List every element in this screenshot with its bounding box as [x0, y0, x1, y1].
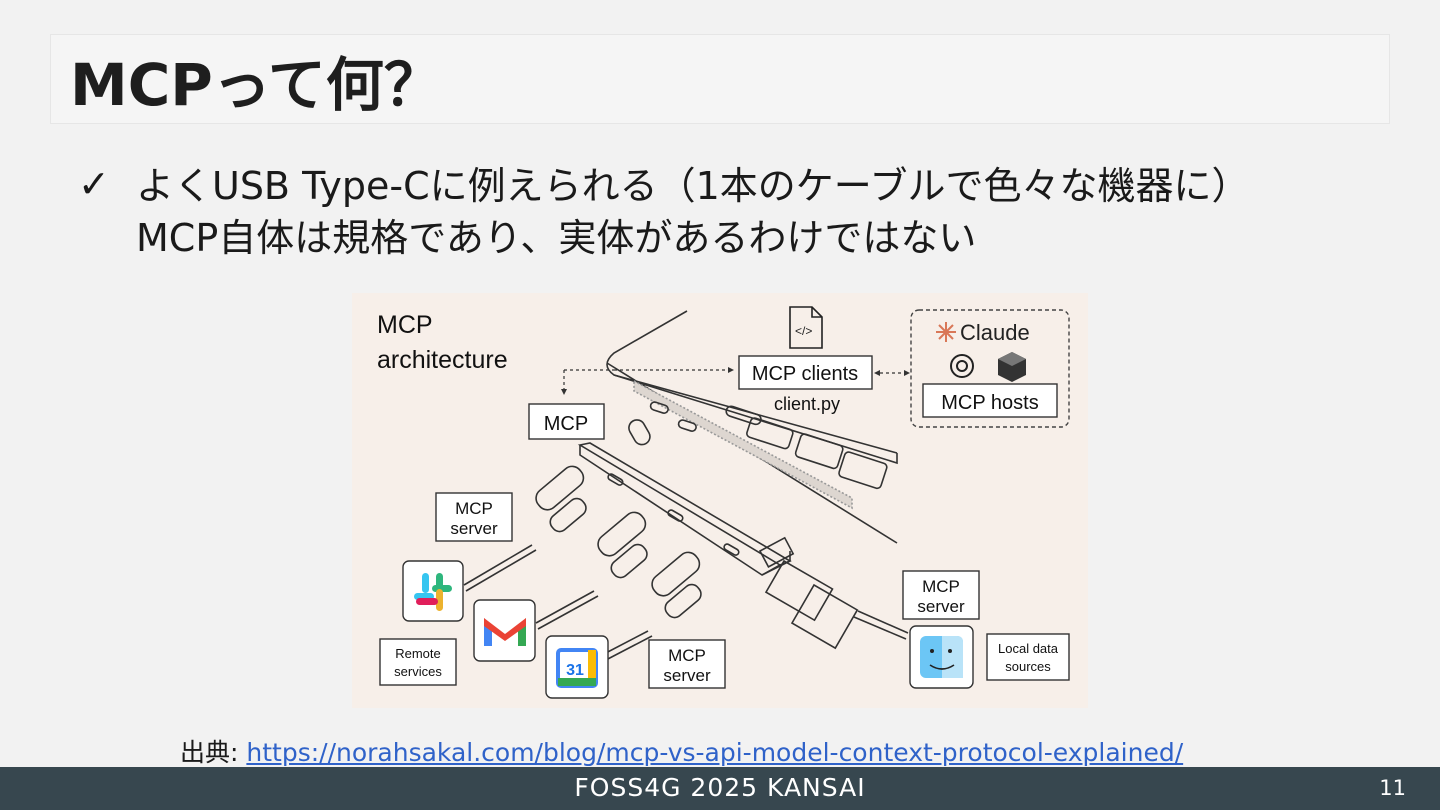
usb-c-cables	[463, 465, 702, 662]
remote-services-box	[379, 638, 457, 686]
slide-title: MCPって何？	[70, 51, 442, 119]
footer-event: FOSS4G 2025 KANSAI	[574, 773, 866, 802]
mcp-server-box-2	[902, 570, 980, 620]
calendar-day: 31	[566, 662, 584, 679]
mcp-server-3-line2: server	[663, 666, 711, 685]
client-py-label: client.py	[774, 394, 840, 414]
checkmark-icon: ✓	[78, 162, 110, 206]
source-link[interactable]: https://norahsakal.com/blog/mcp-vs-api-m…	[246, 738, 1184, 767]
host-app-icon	[998, 352, 1026, 382]
usb-hub	[577, 442, 795, 576]
bullet-line-2: MCP自体は規格であり、実体があるわけではない	[136, 216, 977, 260]
source-citation: 出典: https://norahsakal.com/blog/mcp-vs-a…	[180, 733, 1183, 773]
mcp-server-1-line2: server	[450, 519, 498, 538]
mcp-server-1-line1: MCP	[455, 499, 493, 518]
mcp-server-2-line2: server	[917, 597, 965, 616]
remote-services-line2: services	[394, 664, 442, 679]
laptop-illustration	[606, 310, 898, 544]
local-data-box	[986, 633, 1070, 681]
local-data-line1: Local data	[998, 641, 1059, 656]
file-code-icon: </>	[789, 306, 823, 349]
hosts-group	[910, 309, 1070, 428]
finder-icon	[909, 625, 974, 689]
mcp-box	[528, 403, 605, 440]
mcp-hosts-label: MCP hosts	[941, 392, 1038, 414]
remote-services-line1: Remote	[395, 646, 441, 661]
mcp-clients-box	[738, 355, 873, 390]
gmail-icon	[473, 599, 536, 662]
figure-heading-2: architecture	[377, 346, 508, 374]
usb-a-cable	[764, 559, 909, 650]
mcp-server-3-line1: MCP	[668, 646, 706, 665]
mcp-server-2-line1: MCP	[922, 577, 960, 596]
mcp-hosts-box	[922, 383, 1058, 418]
claude-icon	[936, 322, 956, 342]
figure-heading-1: MCP	[377, 311, 433, 339]
bullet-line-1: よくUSB Type-Cに例えられる（1本のケーブルで色々な機器に）	[136, 164, 1250, 208]
mcp-label: MCP	[544, 413, 588, 435]
google-calendar-icon: 31	[545, 635, 609, 699]
claude-label: Claude	[960, 320, 1030, 345]
openai-icon	[950, 354, 974, 378]
mcp-clients-label: MCP clients	[752, 363, 858, 385]
mcp-server-box-1	[435, 492, 513, 542]
local-data-line2: sources	[1005, 659, 1051, 674]
page-number: 11	[1379, 776, 1406, 800]
footer-bar: FOSS4G 2025 KANSAI 11	[0, 767, 1440, 810]
mcp-architecture-figure: MCP architecture	[352, 293, 1088, 708]
mcp-server-box-3	[648, 639, 726, 689]
architecture-illustration: MCP architecture	[377, 306, 1070, 699]
title-box	[50, 34, 1390, 124]
source-label: 出典:	[180, 738, 247, 767]
slack-icon	[402, 560, 464, 622]
svg-text:</>: </>	[795, 324, 812, 338]
connection-arrows	[563, 369, 904, 391]
